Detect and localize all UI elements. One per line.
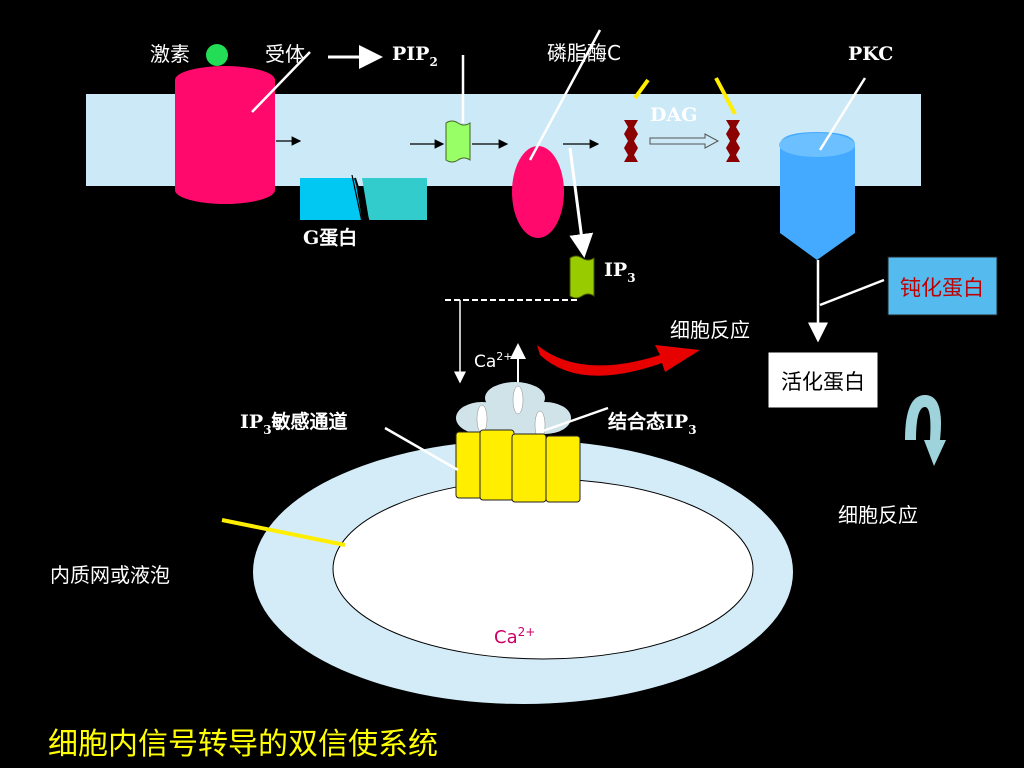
pkc-shape [779,132,855,260]
ip3-icon [569,255,595,299]
active-protein-box [767,351,879,409]
ip3-channel-label: IP3敏感通道 [240,410,348,437]
pkc-label: PKC [848,43,893,65]
receptor-label: 受体 [265,42,305,66]
pip2-label: PIP2 [392,43,438,69]
ca-lumen-label: Ca2+ [494,625,535,648]
hormone-label: 激素 [150,42,190,66]
cell-response-label-1: 细胞反应 [670,318,750,342]
inactive-protein-box [887,256,998,316]
inactive-protein-label: 钝化蛋白 [900,276,984,300]
receptor-shape [175,66,275,204]
g-protein-shape [300,178,427,220]
cell-response-label-2: 细胞反应 [838,503,918,527]
dag-label: DAG [650,104,697,126]
cycle-arrow-icon [905,395,946,466]
ca-label: Ca2+ [474,350,513,372]
active-protein-label: 活化蛋白 [781,370,865,394]
g-protein-label: G蛋白 [303,226,357,249]
er-lumen [332,478,754,660]
plc-label: 磷脂酶C [547,41,621,65]
slide-title: 细胞内信号转导的双信使系统 [48,727,438,762]
plc-shape [512,146,564,238]
bound-ip3-label: 结合态IP3 [608,410,697,437]
dag-left-icon [624,120,638,162]
red-curved-arrow [537,345,700,376]
dag-right-icon [726,120,740,162]
dag-arrow [649,133,720,149]
ip3-channel-shape [455,382,581,503]
pip2-icon [445,120,471,163]
er-label: 内质网或液泡 [50,563,170,587]
ip3-label: IP3 [604,259,636,285]
hormone-icon [206,44,228,66]
